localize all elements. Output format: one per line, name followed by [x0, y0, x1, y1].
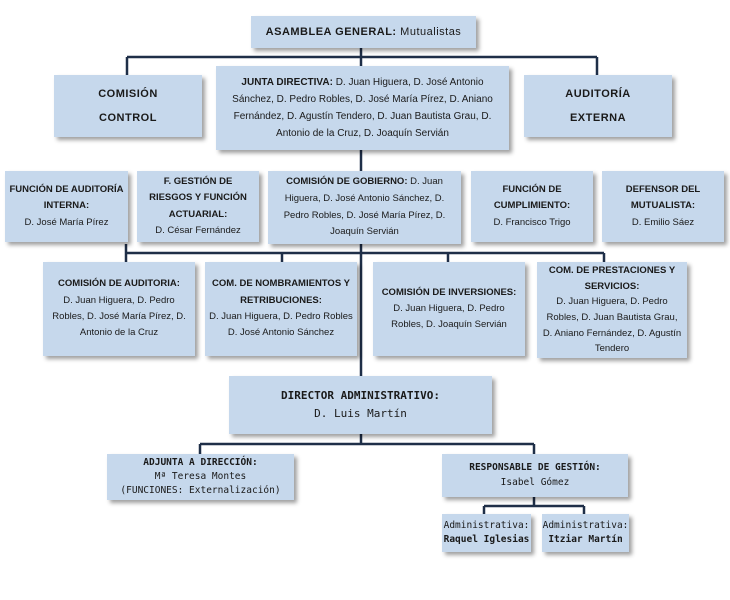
comision-gobierno-box: COMISIÓN DE GOBIERNO: D. Juan Higuera, D…	[268, 171, 461, 244]
auditoria-externa-line1: AUDITORÍA	[565, 87, 631, 100]
administrativa1-person: Raquel Iglesias	[443, 534, 530, 545]
director-person: D. Luis Martín	[314, 407, 407, 420]
funcion-auditoria-interna-box: FUNCIÓN DE AUDITORÍA INTERNA: D. José Ma…	[5, 171, 128, 242]
comision-auditoria-title: COMISIÓN DE AUDITORIA:	[58, 278, 180, 290]
junta-directiva-box: JUNTA DIRECTIVA: D. Juan Higuera, D. Jos…	[216, 66, 509, 150]
adjunta-title: ADJUNTA A DIRECCIÓN:	[143, 457, 258, 469]
adjunta-direccion-box: ADJUNTA A DIRECCIÓN: Mª Teresa Montes (F…	[107, 454, 294, 500]
gestion-riesgos-title: F. GESTIÓN DE RIESGOS Y FUNCIÓN ACTUARIA…	[149, 175, 247, 220]
auditoria-externa-box: AUDITORÍA EXTERNA	[524, 75, 672, 137]
responsable-gestion-box: RESPONSABLE DE GESTIÓN: Isabel Gómez	[442, 454, 628, 497]
adjunta-person: Mª Teresa Montes	[154, 471, 247, 483]
comision-inversiones-box: COMISIÓN DE INVERSIONES: D. Juan Higuera…	[373, 262, 525, 356]
administrativa-box-2: Administrativa: Itziar Martín	[542, 514, 629, 552]
funcion-cumplimiento-title: FUNCIÓN DE CUMPLIMIENTO:	[493, 184, 571, 212]
junta-title: JUNTA DIRECTIVA:	[241, 76, 333, 88]
asamblea-general-box: ASAMBLEA GENERAL: Mutualistas	[251, 16, 476, 48]
gestion-riesgos-box: F. GESTIÓN DE RIESGOS Y FUNCIÓN ACTUARIA…	[137, 171, 259, 242]
funcion-auditoria-title: FUNCIÓN DE AUDITORÍA INTERNA:	[9, 184, 124, 212]
com-nombramientos-members: D. Juan Higuera, D. Pedro Robles D. José…	[209, 311, 353, 339]
funcion-cumplimiento-person: D. Francisco Trigo	[493, 216, 571, 228]
administrativa1-title: Administrativa:	[443, 519, 530, 531]
com-prestaciones-members: D. Juan Higuera, D. Pedro Robles, D. Jua…	[542, 296, 682, 355]
comision-inversiones-title: COMISIÓN DE INVERSIONES:	[381, 286, 517, 298]
junta-members: D. Juan Higuera, D. José Antonio Sánchez…	[232, 76, 493, 140]
gestion-riesgos-person: D. César Fernández	[155, 224, 241, 236]
auditoria-externa-line2: EXTERNA	[569, 112, 627, 124]
director-administrativo-box: DIRECTOR ADMINISTRATIVO: D. Luis Martín	[229, 376, 492, 434]
com-prestaciones-box: COM. DE PRESTACIONES Y SERVICIOS: D. Jua…	[537, 262, 687, 358]
administrativa2-person: Itziar Martín	[548, 534, 623, 545]
com-prestaciones-title: COM. DE PRESTACIONES Y SERVICIOS:	[548, 264, 676, 292]
funcion-auditoria-person: D. José María Pírez	[24, 216, 109, 228]
asamblea-title: ASAMBLEA GENERAL:	[265, 25, 397, 38]
comision-auditoria-members: D. Juan Higuera, D. Pedro Robles, D. Jos…	[52, 294, 186, 339]
director-title: DIRECTOR ADMINISTRATIVO:	[281, 389, 440, 403]
defensor-title: DEFENSOR DEL MUTUALISTA:	[625, 184, 701, 212]
comision-auditoria-box: COMISIÓN DE AUDITORIA: D. Juan Higuera, …	[43, 262, 195, 356]
comision-inversiones-members: D. Juan Higuera, D. Pedro Robles, D. Joa…	[391, 302, 507, 331]
administrativa-box-1: Administrativa: Raquel Iglesias	[442, 514, 531, 552]
com-nombramientos-box: COM. DE NOMBRAMIENTOS Y RETRIBUCIONES: D…	[205, 262, 357, 356]
administrativa2-title: Administrativa:	[542, 519, 629, 531]
comision-control-box: COMISIÓN CONTROL	[54, 75, 202, 137]
funcion-cumplimiento-box: FUNCIÓN DE CUMPLIMIENTO: D. Francisco Tr…	[471, 171, 593, 242]
responsable-title: RESPONSABLE DE GESTIÓN:	[469, 461, 601, 473]
comision-control-line1: COMISIÓN	[98, 87, 158, 100]
adjunta-note: (FUNCIONES: Externalización)	[120, 484, 281, 496]
comision-gobierno-title: COMISIÓN DE GOBIERNO:	[286, 176, 408, 188]
defensor-mutualista-box: DEFENSOR DEL MUTUALISTA: D. Emilio Sáez	[602, 171, 724, 242]
defensor-person: D. Emilio Sáez	[631, 216, 695, 228]
asamblea-sub: Mutualistas	[400, 25, 462, 38]
com-nombramientos-title: COM. DE NOMBRAMIENTOS Y RETRIBUCIONES:	[212, 278, 350, 306]
comision-control-line2: CONTROL	[99, 112, 157, 124]
responsable-person: Isabel Gómez	[500, 476, 570, 488]
comision-gobierno-members: D. Juan Higuera, D. José Antonio Sánchez…	[283, 176, 446, 238]
